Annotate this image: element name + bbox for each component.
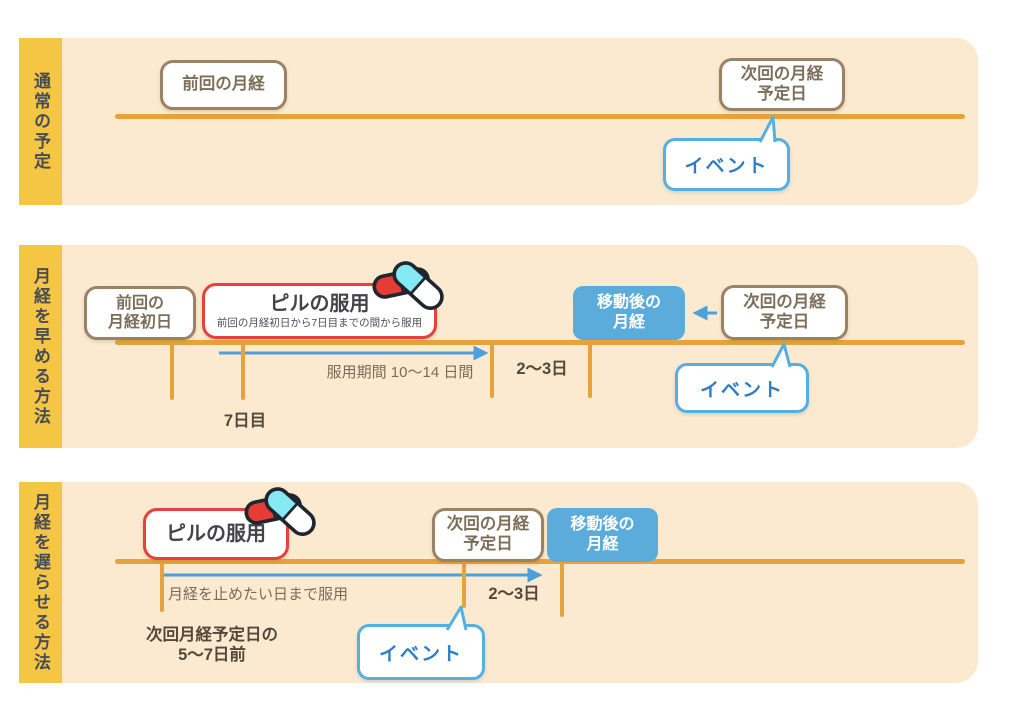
pill-capsules-icon <box>372 258 444 311</box>
panel-advance-duration-label: 服用期間 10～14 日間 <box>326 364 474 381</box>
panel-normal-side-label: 通常の予定 <box>19 38 62 205</box>
panel-advance-day7-label: 7日目 <box>223 412 267 430</box>
panel-advance-pill-box: ピルの服用 前回の月経初日から7日目までの間から服用 <box>202 283 437 339</box>
panel-normal-next-period-box: 次回の月経 予定日 <box>719 58 845 111</box>
panel-normal-prev-period-box: 前回の月経 <box>160 60 287 110</box>
pill-capsules-icon <box>244 484 316 537</box>
pill-box-title: ピルの服用 <box>269 292 370 315</box>
panel-advance-background <box>62 245 978 448</box>
panel-advance-first-day-box: 前回の 月経初日 <box>84 286 196 340</box>
panel-advance-tick-period <box>588 340 592 398</box>
panel-delay-tick-expected <box>462 559 466 608</box>
panel-normal-timeline <box>115 114 965 119</box>
panel-advance-tick-stop <box>490 340 494 398</box>
panel-advance-moved-period-box: 移動後の 月経 <box>573 286 685 340</box>
panel-delay-side-label: 月経を遅らせる方法 <box>19 482 62 683</box>
panel-advance-tick-day7 <box>241 340 245 400</box>
panel-advance-timeline <box>115 340 965 345</box>
panel-advance-next-period-box: 次回の月経 予定日 <box>721 285 848 340</box>
panel-advance-side-label: 月経を早める方法 <box>19 245 62 448</box>
panel-normal-event-bubble: イベント <box>663 138 790 191</box>
pill-box-title: ピルの服用 <box>166 523 266 545</box>
panel-delay-take-until-label: 月経を止めたい日まで服用 <box>168 586 349 603</box>
pill-box-subtitle: 前回の月経初日から7日目までの間から服用 <box>216 316 423 329</box>
panel-advance-tick-start <box>170 340 174 400</box>
panel-delay-next-period-box: 次回の月経 予定日 <box>432 508 544 562</box>
panel-delay-moved-period-box: 移動後の 月経 <box>547 508 658 562</box>
panel-delay-event-bubble: イベント <box>357 624 485 680</box>
panel-advance-shift-days-label: 2～3日 <box>516 360 568 378</box>
panel-delay-timeline <box>115 559 965 564</box>
panel-delay-tick-start <box>160 559 164 612</box>
panel-delay-tick-moved <box>560 559 564 617</box>
panel-delay-shift-days-label: 2～3日 <box>488 585 540 603</box>
panel-delay-start-window-label: 次回月経予定日の 5～7日前 <box>146 626 278 664</box>
panel-advance-event-bubble: イベント <box>675 363 809 413</box>
